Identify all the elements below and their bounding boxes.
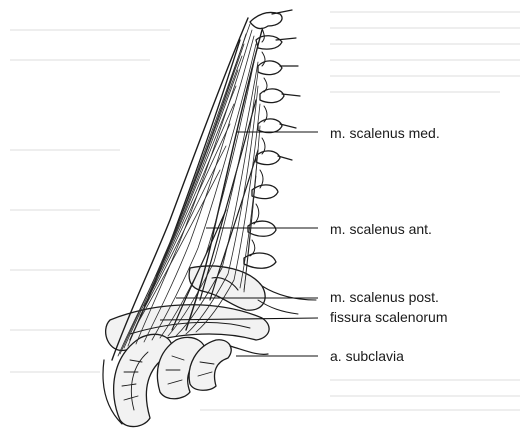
subclavian-vessels	[103, 334, 268, 426]
labels: m. scalenus med. m. scalenus ant. m. sca…	[330, 125, 448, 364]
label-fissura-scalenorum: fissura scalenorum	[330, 309, 448, 325]
background-text-bleed	[10, 12, 520, 410]
label-scalenus-ant: m. scalenus ant.	[330, 221, 432, 237]
label-scalenus-post: m. scalenus post.	[330, 289, 439, 305]
rib-clavicle-region	[106, 266, 316, 350]
label-scalenus-med: m. scalenus med.	[330, 125, 440, 141]
cervical-vertebrae	[244, 10, 300, 268]
label-subclavia: a. subclavia	[330, 348, 404, 364]
